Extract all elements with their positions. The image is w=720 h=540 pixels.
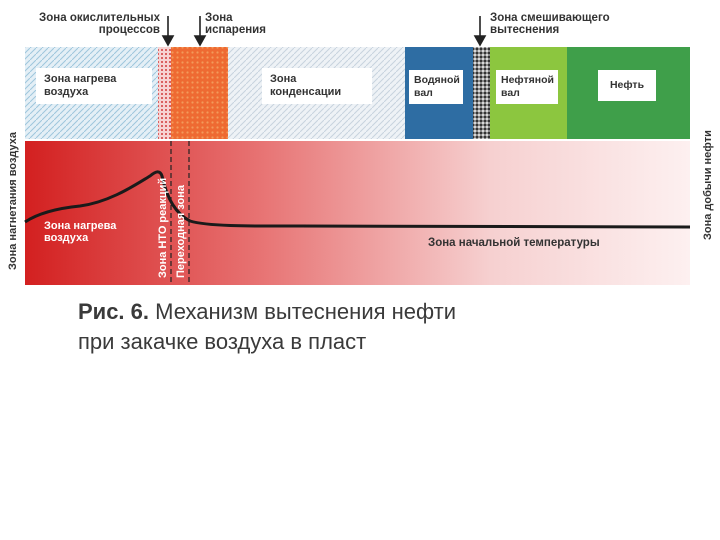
caption-prefix: Рис. 6. xyxy=(78,299,150,324)
air-heating-bottom-text: Зона нагрева воздуха xyxy=(44,220,117,244)
evaporation-zone-text: Зона испарения xyxy=(205,12,266,36)
air-heating-bottom-label: Зона нагрева воздуха xyxy=(44,220,144,244)
mixing-zone-label: Зона смешивающего вытеснения xyxy=(490,12,640,36)
initial-temp-text: Зона начальной температуры xyxy=(428,237,600,249)
injection-zone-text: Зона нагнетания воздуха xyxy=(7,131,19,270)
caption-line1-text: Механизм вытеснения нефти xyxy=(155,299,456,324)
water-bank-text: Водяной вал xyxy=(414,74,460,99)
figure-caption: Рис. 6. Механизм вытеснения нефти при за… xyxy=(78,297,456,357)
transition-zone-label: Переходная зона xyxy=(175,185,187,278)
oxidation-zone-text: Зона окислительных процессов xyxy=(39,12,160,36)
mixing-arrow xyxy=(473,16,487,47)
condensation-label: Зона конденсации xyxy=(262,68,372,104)
temperature-curve xyxy=(24,170,691,229)
oxidation-arrow xyxy=(161,16,175,47)
evaporation-zone-label: Зона испарения xyxy=(205,12,285,36)
oil-text: Нефть xyxy=(609,79,645,91)
air-heating-top-label: Зона нагрева воздуха xyxy=(36,68,152,104)
production-zone-label: Зона добычи нефти xyxy=(702,130,714,240)
lto-band-top xyxy=(158,47,171,139)
air-heating-top-text: Зона нагрева воздуха xyxy=(44,73,117,98)
transition-zone-text: Переходная зона xyxy=(175,184,187,278)
condensation-text: Зона конденсации xyxy=(270,73,342,98)
oil-bank-label: Нефтяной вал xyxy=(496,70,558,104)
lto-zone-label: Зона НТО реакций xyxy=(157,178,169,278)
mixing-zone-text: Зона смешивающего вытеснения xyxy=(490,12,610,36)
oxidation-zone-label: Зона окислительных процессов xyxy=(30,12,160,36)
lto-zone-text: Зона НТО реакций xyxy=(157,177,169,278)
caption-line-2: при закачке воздуха в пласт xyxy=(78,329,367,354)
production-zone-text: Зона добычи нефти xyxy=(702,130,714,240)
injection-zone-label: Зона нагнетания воздуха xyxy=(7,132,19,270)
oil-label: Нефть xyxy=(598,70,656,101)
mixing-band xyxy=(473,47,490,139)
temperature-band xyxy=(25,141,690,285)
oil-bank-text: Нефтяной вал xyxy=(501,74,554,99)
evaporation-band xyxy=(171,47,228,139)
water-bank-label: Водяной вал xyxy=(409,70,463,104)
initial-temp-label: Зона начальной температуры xyxy=(428,237,648,249)
caption-line-1: Рис. 6. Механизм вытеснения нефти xyxy=(78,297,456,327)
evaporation-arrow xyxy=(193,16,207,47)
